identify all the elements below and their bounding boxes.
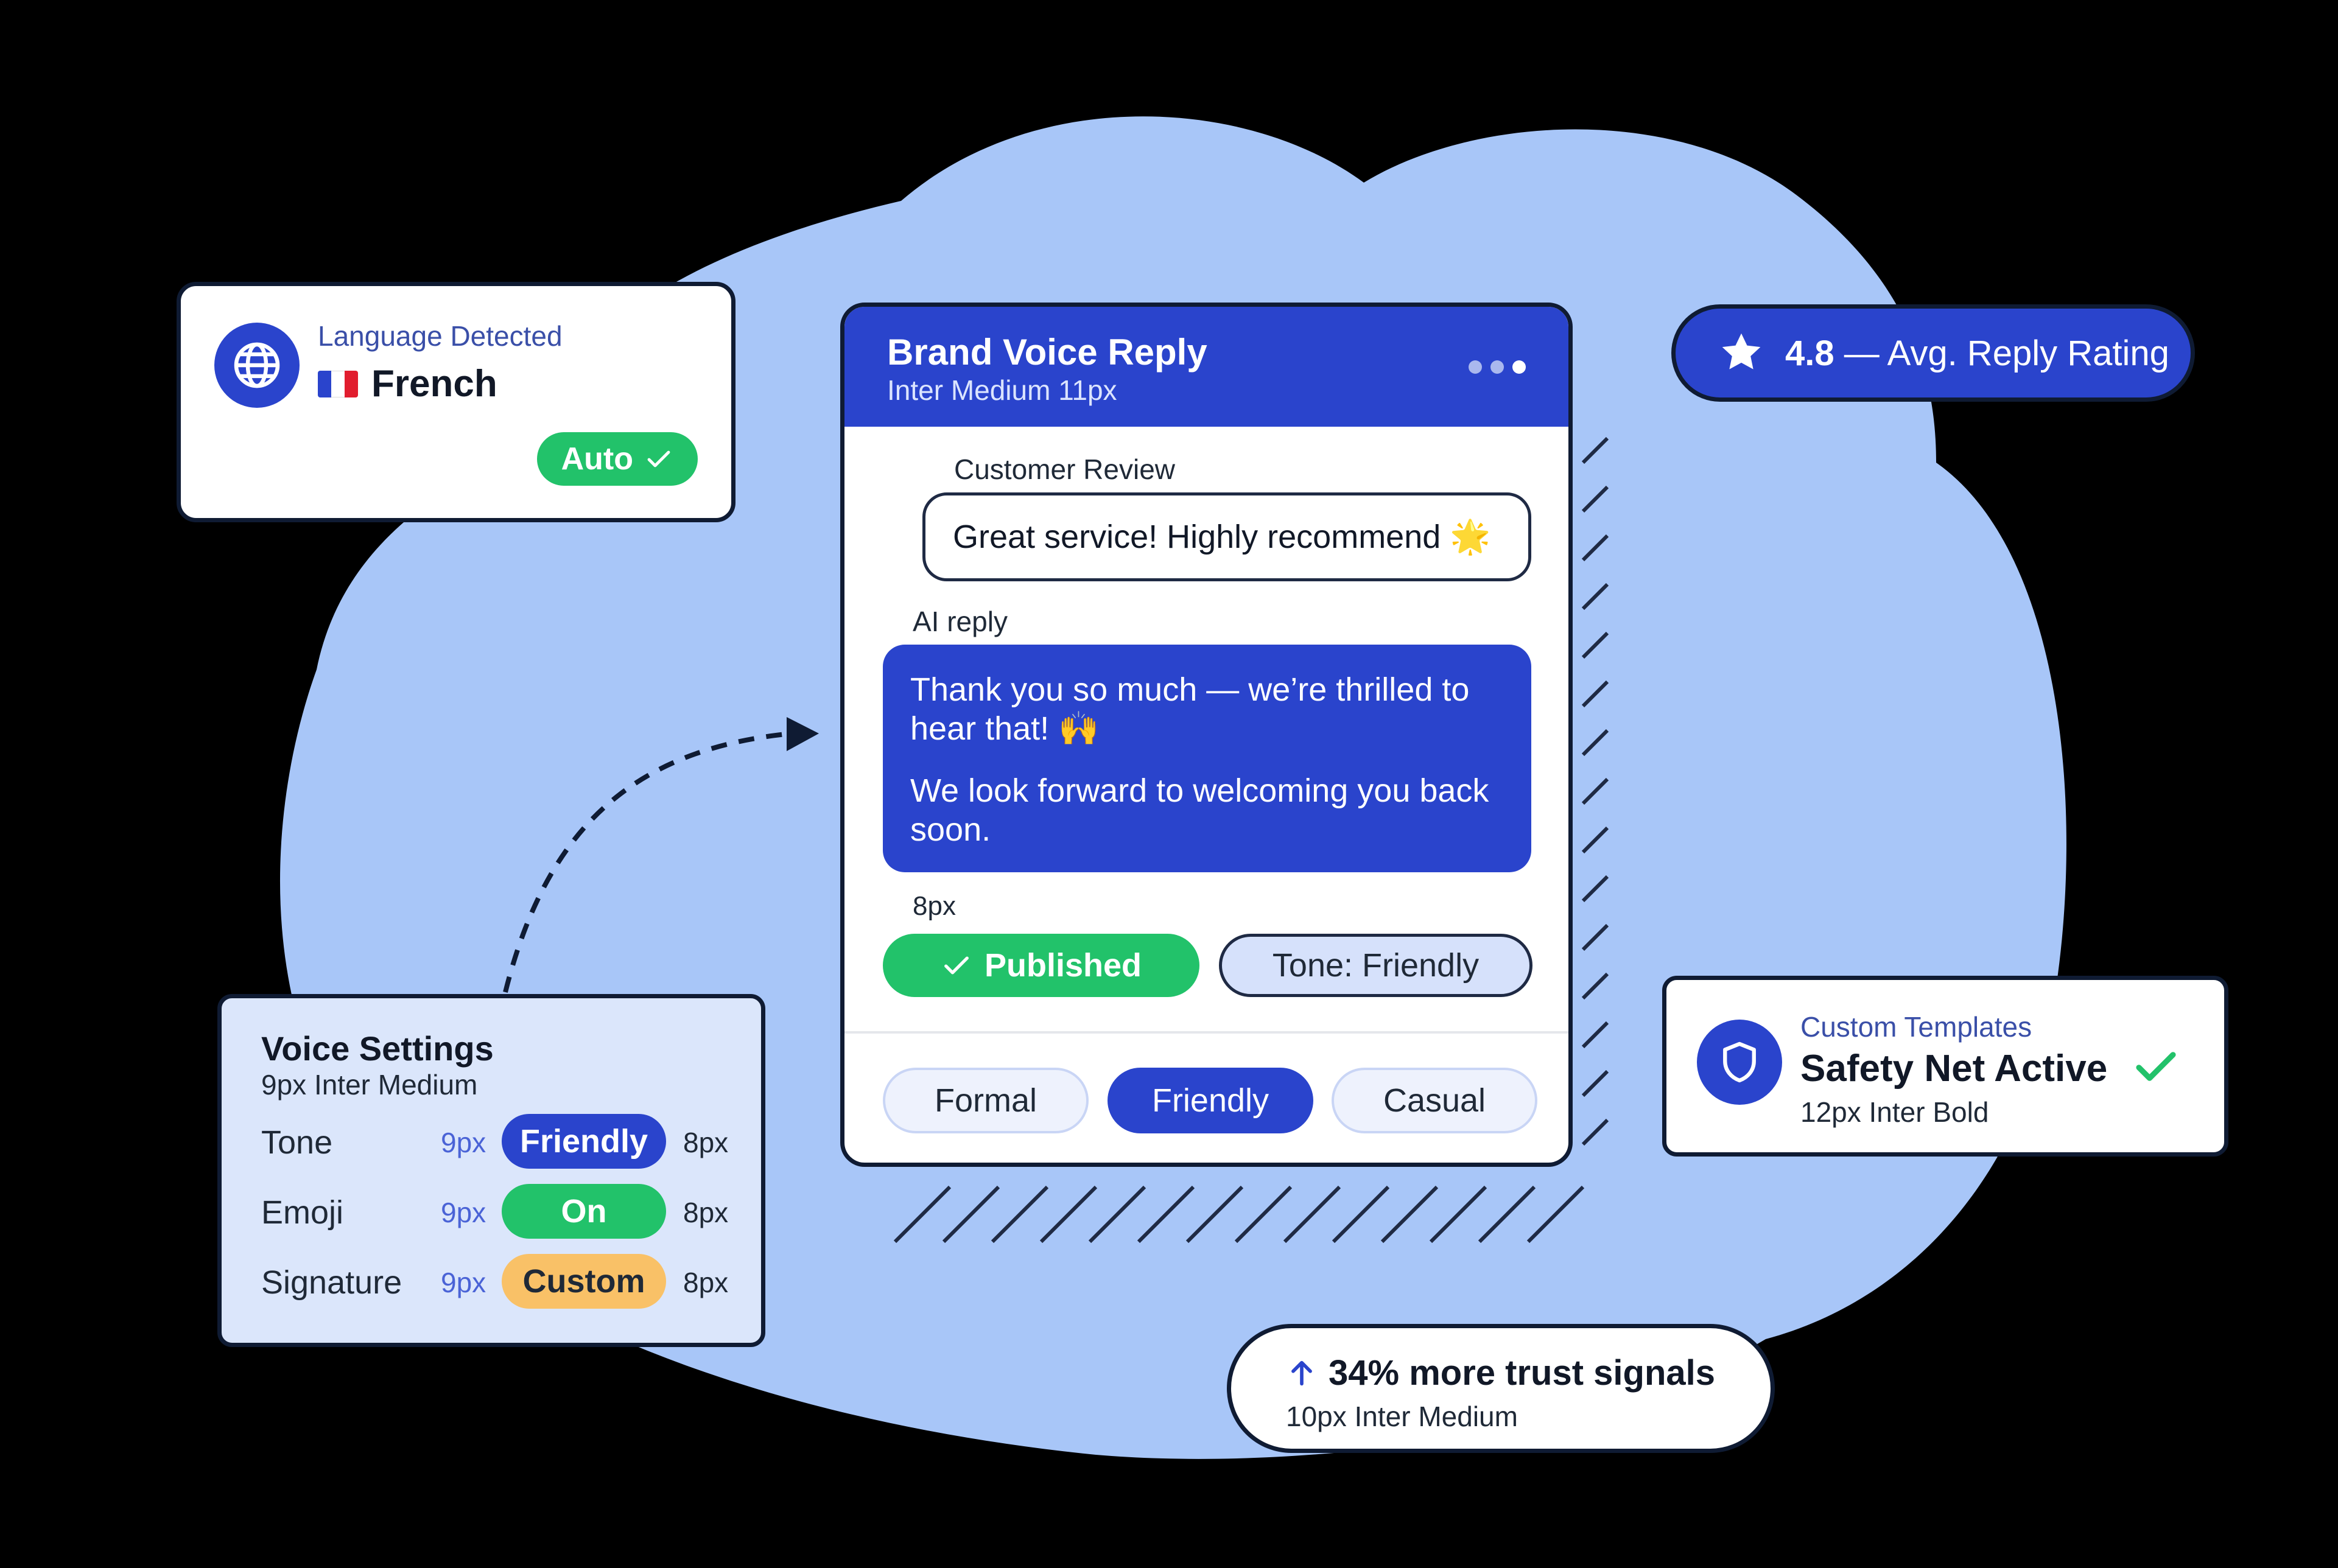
tone-setting-pill[interactable]: Friendly [502,1114,666,1169]
card-subtitle: Inter Medium 11px [887,374,1117,406]
setting-row-signature: Signature 9px Custom 8px [261,1254,748,1312]
trust-subtitle: 10px Inter Medium [1286,1401,1518,1432]
published-button[interactable]: Published [883,934,1199,997]
check-icon [944,956,969,975]
emoji-toggle-pill[interactable]: On [502,1184,666,1239]
globe-icon [214,323,300,408]
rating-label: — Avg. Reply Rating [1844,333,2169,373]
ai-reply-paragraph: We look forward to welcoming you back so… [910,772,1489,848]
dot [1469,360,1482,374]
avg-rating-pill: 4.8 — Avg. Reply Rating [1671,304,2195,402]
shield-icon [1697,1020,1782,1105]
signature-setting-pill[interactable]: Custom [502,1254,666,1309]
dot-active [1512,360,1526,374]
spacing-right: 8px [683,1127,729,1158]
arrow-up-icon [1291,1360,1312,1385]
voice-settings-card: Voice Settings 9px Inter Medium Tone 9px… [217,994,765,1347]
language-detected-card: Language Detected French Auto [177,282,735,522]
card-title: Brand Voice Reply [887,332,1207,373]
rating-value: 4.8 [1785,333,1834,373]
french-flag-icon [318,370,358,397]
ai-reply-label: AI reply [913,606,1008,637]
safety-eyebrow: Custom Templates [1800,1011,2032,1043]
check-icon [2136,1052,2176,1081]
dot [1490,360,1504,374]
spacing-right: 8px [683,1267,729,1298]
tone-badge[interactable]: Tone: Friendly [1219,934,1532,997]
published-label: Published [984,947,1142,984]
spacing-left: 9px [441,1197,486,1228]
trust-signals-pill: 34% more trust signals 10px Inter Medium [1227,1324,1775,1453]
setting-row-emoji: Emoji 9px On 8px [261,1184,748,1242]
ai-reply-paragraph: Thank you so much — we’re thrilled to he… [910,671,1470,747]
check-icon [647,450,670,467]
trust-title-text: 34% more trust signals [1329,1353,1715,1393]
safety-net-card: Custom Templates Safety Net Active 12px … [1662,976,2228,1157]
setting-row-tone: Tone 9px Friendly 8px [261,1114,748,1172]
spacing-left: 9px [441,1127,486,1158]
auto-detect-toggle[interactable]: Auto [536,432,698,486]
auto-label: Auto [561,441,633,477]
more-dots-icon[interactable] [1469,360,1526,374]
voice-settings-title: Voice Settings [261,1029,494,1068]
setting-label: Tone [261,1124,333,1161]
detected-language: French [371,363,497,405]
dashed-connector [503,731,792,993]
setting-label: Emoji [261,1194,344,1231]
setting-label: Signature [261,1264,402,1301]
card-shadow-hatch [893,436,1609,1244]
divider [844,1031,1568,1034]
spacing-note: 8px [913,891,956,921]
tone-option-casual[interactable]: Casual [1332,1068,1537,1133]
tone-option-friendly[interactable]: Friendly [1108,1068,1313,1133]
voice-settings-subtitle: 9px Inter Medium [261,1069,478,1101]
tone-option-formal[interactable]: Formal [883,1068,1089,1133]
trust-title: 34% more trust signals [1286,1353,1715,1393]
star-icon [1722,333,1761,369]
safety-title: Safety Net Active [1800,1048,2108,1090]
language-eyebrow: Language Detected [318,320,563,352]
connector-arrowhead [787,717,819,751]
customer-review-label: Customer Review [954,453,1175,485]
brand-voice-reply-card: Brand Voice Reply Inter Medium 11px Cust… [840,303,1573,1167]
safety-subtitle: 12px Inter Bold [1800,1096,1989,1128]
language-row: French [318,362,497,405]
card-header: Brand Voice Reply Inter Medium 11px [844,307,1568,427]
spacing-right: 8px [683,1197,729,1228]
spacing-left: 9px [441,1267,486,1298]
ai-reply-bubble: Thank you so much — we’re thrilled to he… [883,645,1531,872]
customer-review-bubble: Great service! Highly recommend 🌟 [922,492,1531,581]
